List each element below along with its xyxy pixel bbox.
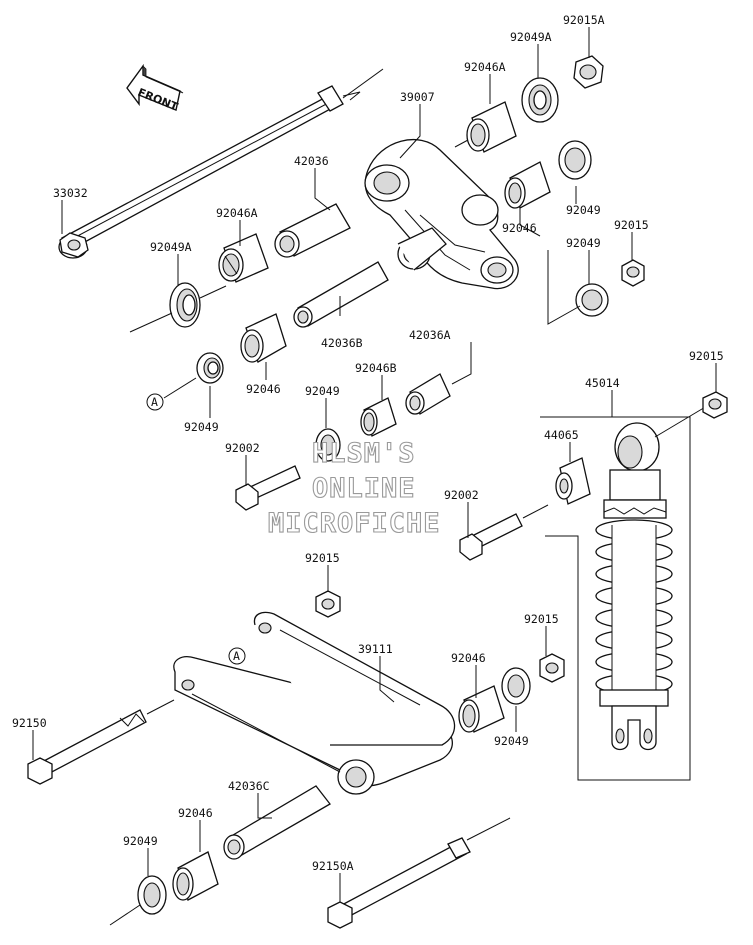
bolt-92002-right [459,504,549,561]
part-label: 42036C [228,779,270,793]
part-label: 92049 [494,734,529,748]
collar-42036 [274,203,351,258]
watermark: HLSM'S ONLINE MICROFICHE [267,437,441,539]
bearing-92046-lower-right [458,685,505,733]
bearing-92046-left [240,313,287,363]
collar-42036a [405,373,451,415]
bolt-92002-left [235,465,301,511]
part-label: 92150A [312,859,354,873]
shock-absorber-45014 [540,405,708,781]
bearing-92046b [360,397,397,437]
part-label: 92049 [566,236,601,250]
part-label: 92046 [178,806,213,820]
part-label: 92046B [355,361,397,375]
rocker-arm-39007 [364,138,519,290]
part-label: 42036B [321,336,363,350]
part-label: 92015 [305,551,340,565]
part-label: 92049 [184,420,219,434]
bolt-92150a [327,817,511,929]
axle-33032 [58,68,384,259]
part-label: 45014 [585,376,620,390]
part-label: 39111 [358,642,393,656]
nut-92015-center [315,590,341,618]
part-label: 92049 [566,203,601,217]
collar-42036b [293,261,389,328]
part-label: 92015 [689,349,724,363]
part-label: 92002 [225,441,260,455]
part-labels: 92015A 92049A 92046A 39007 33032 42036 9… [12,13,724,873]
part-label: 42036A [409,328,451,342]
part-label: 92015 [614,218,649,232]
collar-42036c [223,785,331,860]
seal-92049-left [196,352,224,384]
part-label: 92015A [563,13,605,27]
seal-92049-right-lower [575,283,609,317]
bearing-92046-right [504,161,551,209]
part-label: 92049A [510,30,552,44]
part-label: 92046 [246,382,281,396]
part-label: 92049 [123,834,158,848]
part-label: 39007 [400,90,435,104]
nut-92015-right [621,259,645,287]
part-label: 33032 [53,186,88,200]
part-label: 92046A [216,206,258,220]
part-label: 92049A [150,240,192,254]
bearing-92046a-right [454,101,517,153]
part-label: 92046A [464,60,506,74]
seal-92049-lower-right [501,667,531,705]
leader-lines [32,27,717,902]
part-label: 42036 [294,154,329,168]
seal-92049a-left [129,282,227,333]
shock-spring [595,519,673,695]
bolt-92150 [27,699,175,785]
bearing-92046a-left [218,233,269,283]
nut-92015-top-right [702,391,728,419]
watermark-line-1: HLSM'S [312,438,416,469]
part-label: 92150 [12,716,47,730]
seal-92049-right-upper [558,140,592,180]
part-label: 92046 [451,651,486,665]
svg-text:A: A [233,649,240,663]
part-label: 92049 [305,384,340,398]
ref-marker-a-upper: A [146,377,197,411]
front-arrow-icon: FRONT [126,63,184,114]
seal-92049a-right [521,77,559,123]
svg-text:A: A [151,395,158,409]
part-label: 92015 [524,612,559,626]
seal-92049-center [315,428,341,462]
nut-92015-lower-right [539,653,565,683]
bearing-92046-bottom [172,851,219,901]
nut-92015a [573,55,604,89]
watermark-line-2: ONLINE [312,473,416,504]
seal-92049-bottom [109,875,167,926]
part-label: 44065 [544,428,579,442]
part-label: 92046 [502,221,537,235]
tie-rod-39111 [173,611,456,795]
ref-marker-a-lower: A [228,647,246,665]
watermark-line-3: MICROFICHE [268,508,441,539]
part-label: 92002 [444,488,479,502]
